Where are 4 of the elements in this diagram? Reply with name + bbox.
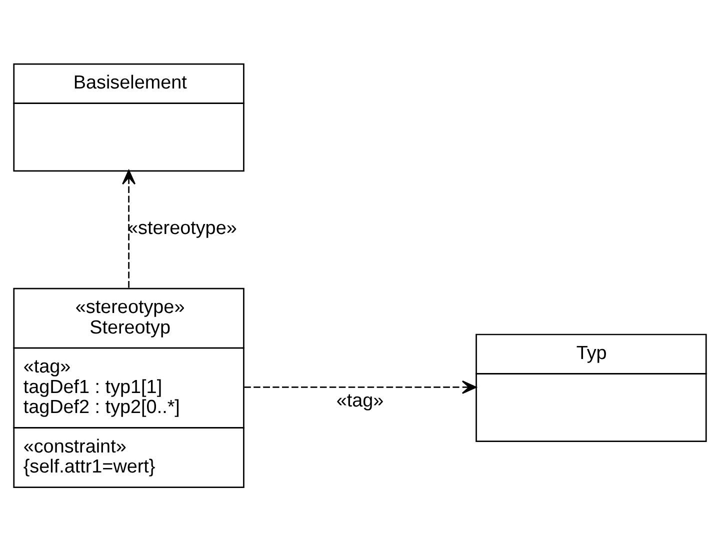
arrow	[244, 380, 477, 394]
edge-label: «stereotype»	[128, 218, 237, 239]
edge-label: «tag»	[336, 390, 384, 411]
arrow	[122, 169, 136, 288]
